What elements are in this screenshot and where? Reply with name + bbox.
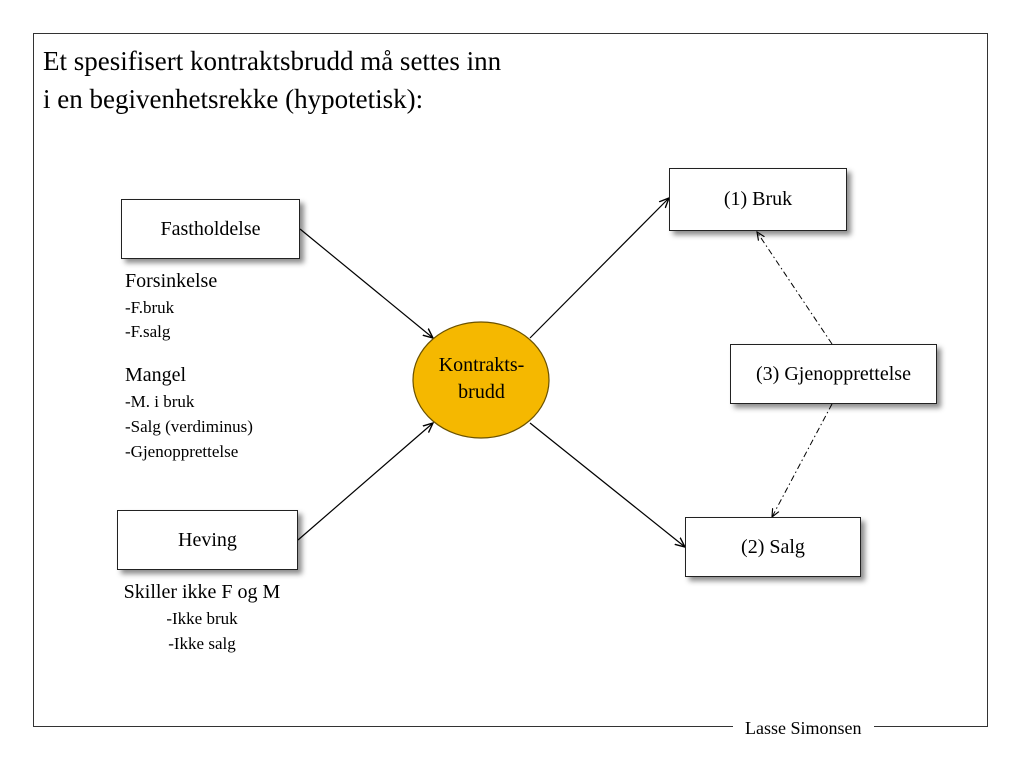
footer-author: Lasse Simonsen (733, 718, 874, 739)
kontraktsbrudd-line-1: Kontrakts- (438, 354, 525, 376)
gjenopprettelse-box: (3) Gjenopprettelse (730, 344, 937, 404)
title-line-1: Et spesifisert kontraktsbrudd må settes … (43, 46, 502, 76)
fastholdelse-box: Fastholdelse (121, 199, 300, 259)
arrow-gjenopprettelse-to-bruk (757, 232, 833, 345)
arrow-kontraktsbrudd-to-bruk (529, 198, 669, 339)
slide-frame (33, 33, 988, 727)
heving-box: Heving (117, 510, 298, 570)
arrow-kontraktsbrudd-to-salg (529, 422, 685, 547)
fastholdelse-label: Fastholdelse (160, 217, 261, 240)
salg-box: (2) Salg (685, 517, 861, 577)
salg-label: (2) Salg (741, 535, 805, 558)
forsinkelse-heading: Forsinkelse (125, 270, 218, 292)
mangel-item: -Gjenopprettelse (125, 442, 239, 461)
gjenopprettelse-label: (3) Gjenopprettelse (756, 362, 911, 385)
kontraktsbrudd-circle (412, 321, 550, 439)
mangel-heading: Mangel (125, 364, 187, 386)
mangel-item: -M. i bruk (125, 392, 195, 411)
mangel-item: -Salg (verdiminus) (125, 417, 253, 436)
bruk-label: (1) Bruk (723, 188, 793, 210)
bruk-box: (1) Bruk (669, 168, 847, 231)
heving-notes-item: -Ikke salg (168, 634, 236, 653)
forsinkelse-item: -F.salg (125, 322, 171, 341)
heving-label: Heving (178, 528, 237, 551)
arrow-gjenopprettelse-to-salg (772, 403, 833, 517)
arrow-fastholdelse-to-kontraktsbrudd (299, 228, 433, 338)
arrow-heving-to-kontraktsbrudd (297, 423, 433, 541)
heving-notes-item: -Ikke bruk (166, 609, 238, 628)
kontraktsbrudd-line-2: brudd (458, 381, 505, 403)
title-line-2: i en begivenhetsrekke (hypotetisk): (43, 84, 424, 114)
heving-notes-heading: Skiller ikke F og M (123, 581, 281, 603)
slide-title: Et spesifisert kontraktsbrudd må settes … (43, 42, 501, 118)
kontraktsbrudd-label: Kontrakts- brudd (413, 352, 550, 406)
forsinkelse-item: -F.bruk (125, 298, 175, 317)
